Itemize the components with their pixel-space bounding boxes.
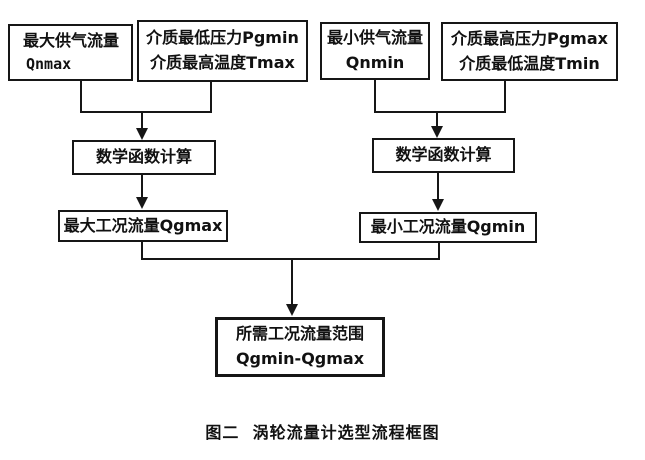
connector-line bbox=[80, 111, 212, 113]
arrowhead-down bbox=[432, 199, 444, 211]
node-label: 最小工况流量Qgmin bbox=[370, 217, 526, 237]
node-label: 介质最低压力Pgmin bbox=[146, 28, 299, 48]
node-label: Qnmin bbox=[345, 53, 405, 72]
node-medium-min-pressure-max-temp: 介质最低压力Pgmin 介质最高温度Tmax bbox=[137, 20, 308, 82]
node-medium-max-pressure-min-temp: 介质最高压力Pgmax 介质最低温度Tmin bbox=[441, 22, 618, 81]
connector-line bbox=[141, 242, 143, 260]
connector-line bbox=[437, 173, 439, 201]
node-label: 最小供气流量 bbox=[326, 28, 423, 48]
node-label: 介质最低温度Tmin bbox=[459, 53, 600, 73]
node-math-calc-right: 数学函数计算 bbox=[372, 138, 515, 173]
connector-line bbox=[141, 175, 143, 199]
arrowhead-down bbox=[431, 126, 443, 138]
node-label: 所需工况流量范围 bbox=[235, 324, 364, 344]
node-required-flow-range: 所需工况流量范围 Qgmin-Qgmax bbox=[215, 317, 385, 377]
node-max-working-flow: 最大工况流量Qgmax bbox=[58, 210, 228, 242]
arrowhead-down bbox=[136, 197, 148, 209]
node-min-working-flow: 最小工况流量Qgmin bbox=[359, 212, 537, 243]
node-label: 数学函数计算 bbox=[95, 147, 192, 167]
node-label: Qnmax bbox=[26, 54, 72, 73]
connector-line bbox=[504, 81, 506, 113]
node-label: 数学函数计算 bbox=[395, 145, 492, 165]
node-label: 介质最高压力Pgmax bbox=[451, 28, 608, 48]
connector-line bbox=[438, 243, 440, 260]
node-min-supply-flow: 最小供气流量 Qnmin bbox=[320, 22, 430, 80]
connector-line bbox=[374, 80, 376, 113]
connector-line bbox=[80, 79, 82, 113]
arrowhead-down bbox=[286, 304, 298, 316]
node-label: 介质最高温度Tmax bbox=[150, 53, 295, 72]
node-math-calc-left: 数学函数计算 bbox=[72, 140, 216, 175]
figure-caption: 图二 涡轮流量计选型流程框图 bbox=[205, 423, 440, 442]
connector-line bbox=[374, 111, 506, 113]
node-label: 最大工况流量Qgmax bbox=[63, 215, 223, 235]
connector-line bbox=[141, 258, 440, 260]
node-label: 最大供气流量 bbox=[23, 30, 120, 50]
arrowhead-down bbox=[136, 128, 148, 140]
connector-line bbox=[141, 111, 143, 130]
node-label: Qgmin-Qgmax bbox=[235, 349, 365, 368]
connector-line bbox=[436, 111, 438, 128]
connector-line bbox=[291, 258, 293, 306]
node-max-supply-flow: 最大供气流量 Qnmax bbox=[8, 24, 133, 81]
connector-line bbox=[210, 82, 212, 113]
